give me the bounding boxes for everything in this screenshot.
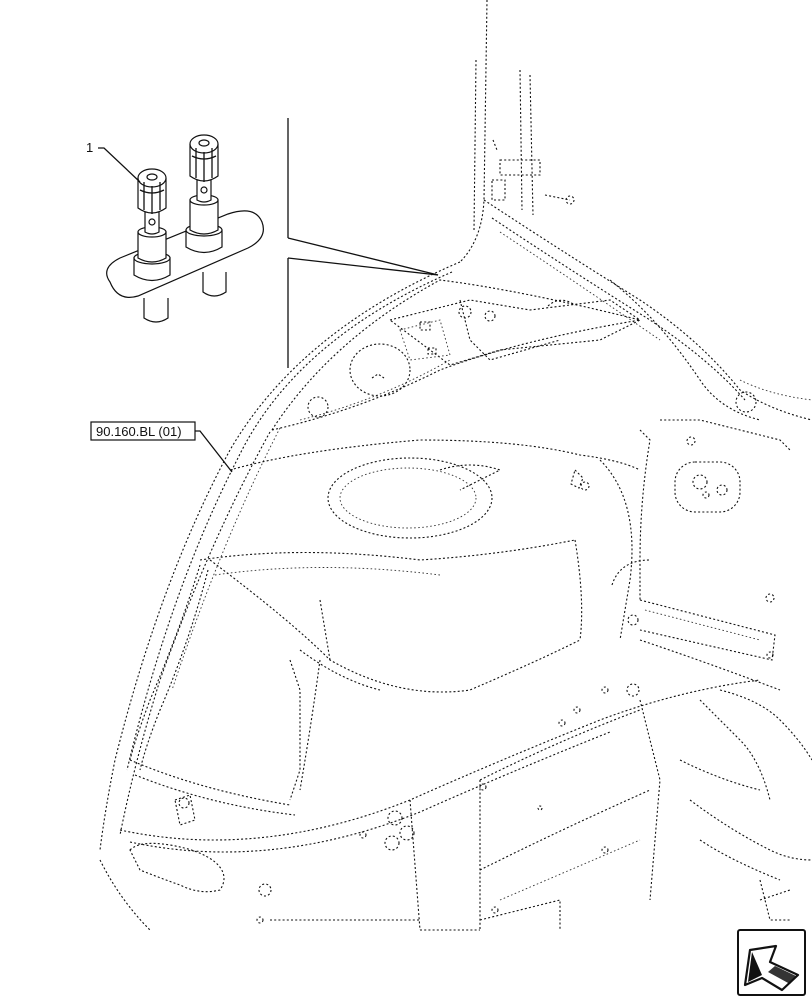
direction-arrow-icon[interactable]	[737, 929, 806, 996]
callout-1-leader	[98, 147, 141, 183]
callout-1-label: 1	[86, 140, 93, 155]
reference-tag[interactable]: 90.160.BL (01)	[90, 421, 233, 473]
reference-tag-label: 90.160.BL (01)	[96, 424, 182, 439]
valve-assembly-detail	[106, 134, 264, 323]
view-leader-bracket	[287, 118, 439, 368]
cab-frame	[99, 0, 812, 931]
